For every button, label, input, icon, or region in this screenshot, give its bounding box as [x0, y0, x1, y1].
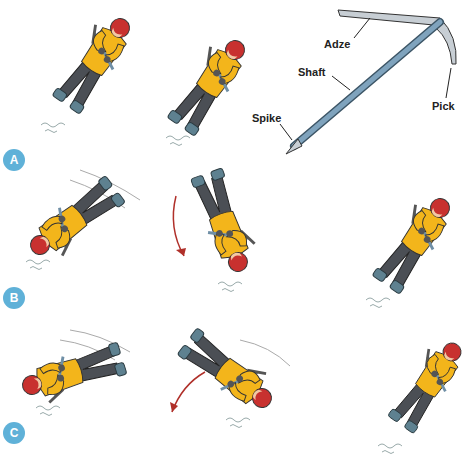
illustration-part	[41, 123, 65, 133]
illustration-part	[226, 418, 250, 428]
illustration-part	[294, 22, 440, 146]
illustration-part	[338, 10, 444, 26]
part-label: Shaft	[298, 66, 326, 78]
illustration-part	[173, 196, 184, 256]
section-letter: A	[10, 154, 19, 166]
illustration-part	[240, 340, 290, 366]
illustration-part	[368, 188, 460, 296]
illustration-part	[286, 139, 302, 154]
illustration-part	[48, 8, 140, 116]
illustration-part	[384, 333, 471, 435]
illustration-part	[176, 248, 186, 256]
illustration-part	[70, 330, 130, 352]
part-label: Adze	[324, 38, 350, 50]
part-label: Pick	[432, 100, 455, 112]
section-letter: C	[10, 427, 19, 439]
illustration-part	[354, 18, 370, 38]
illustration-part	[176, 324, 283, 418]
section-badge: C	[3, 422, 25, 444]
illustration-part	[189, 166, 262, 277]
illustration-part	[294, 22, 440, 146]
part-label: Spike	[252, 112, 281, 124]
illustration-part	[26, 260, 50, 270]
section-badge: A	[3, 149, 25, 171]
illustration-part	[378, 444, 402, 454]
illustration-part	[22, 174, 129, 268]
illustration-part	[36, 406, 60, 416]
illustration-part	[163, 30, 255, 138]
illustration-part	[280, 124, 292, 140]
section-badge: B	[3, 287, 25, 309]
illustration-part	[218, 282, 242, 292]
illustration-part	[170, 402, 178, 412]
illustration-part	[166, 136, 190, 146]
illustration-part	[446, 68, 451, 98]
section-letter: B	[10, 292, 19, 304]
illustration-part	[18, 340, 129, 408]
illustration-part	[366, 298, 390, 308]
illustration-part	[332, 76, 350, 90]
